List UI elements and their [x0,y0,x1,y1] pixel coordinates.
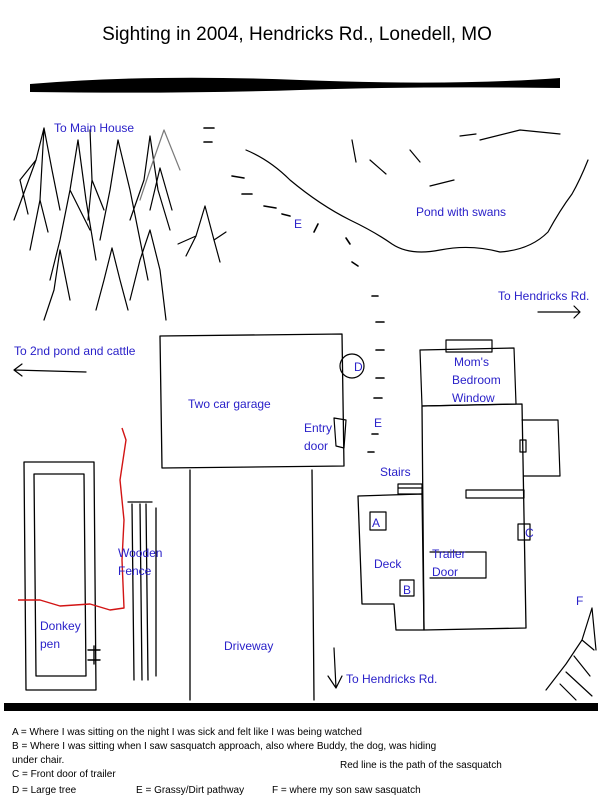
label-hendricks-east: To Hendricks Rd. [498,289,589,303]
trees-middle [177,205,227,263]
legend-a: A = Where I was sitting on the night I w… [12,727,362,738]
trees-top-left [13,127,173,321]
bedroom-box [419,347,517,407]
label-entry-1: Entry [304,421,332,435]
wooden-fence [127,501,157,681]
label-donkey-2: pen [40,637,60,651]
label-donkey-1: Donkey [40,619,81,633]
label-trailer-2: Door [432,565,458,579]
label-fence-1: Wooden [118,546,162,560]
label-pond: Pond with swans [416,205,506,219]
legend-e: E = Grassy/Dirt pathway [136,785,244,796]
label-trailer-1: Trailer [432,547,466,561]
label-moms-3: Window [452,391,495,405]
pond-inner-strokes [351,129,561,187]
chair-a-box [369,511,387,531]
label-garage: Two car garage [188,397,271,411]
top-border-line [30,77,560,93]
sasquatch-path [18,427,127,611]
label-fence-2: Fence [118,564,152,578]
marker-e-bottom: E [374,416,382,430]
marker-d: D [354,360,363,374]
legend-c: C = Front door of trailer [12,769,116,780]
trailer-small-mark [519,439,527,453]
legend-f: F = where my son saw sasquatch [272,785,421,796]
tree-bottom-right [545,607,597,701]
pond-outline [245,149,589,253]
label-moms-2: Bedroom [452,373,501,387]
front-door [517,523,531,541]
driveway-lines [189,469,315,701]
label-deck: Deck [374,557,402,571]
marker-c: C [525,526,534,540]
label-main-house: To Main House [54,121,134,135]
donkey-pen-outline [23,461,97,691]
bedroom-window [445,339,493,353]
marker-e-top: E [294,217,302,231]
label-entry-2: door [304,439,328,453]
trailer-interior-box [465,489,525,499]
arrow-west [13,363,87,377]
map-title: Sighting in 2004, Hendricks Rd., Lonedel… [102,24,492,45]
legend: A = Where I was sitting on the night I w… [12,727,502,796]
deck-outline [357,493,425,631]
trailer-door [429,551,487,579]
label-hendricks-south: To Hendricks Rd. [346,672,437,686]
legend-b-line1: B = Where I was sitting when I saw sasqu… [12,741,436,752]
label-stairs: Stairs [380,465,411,479]
entry-door [333,417,347,449]
legend-d: D = Large tree [12,785,77,796]
stairs [397,483,423,495]
trailer-side-box [521,419,561,477]
arrow-east [537,305,581,319]
donkey-pen-gate [87,645,101,665]
marker-b: B [403,583,411,597]
trailer-outline [421,403,527,631]
pathway-dashes [203,127,385,453]
label-moms-1: Mom's [454,355,489,369]
marker-a: A [372,516,380,530]
arrow-south [327,647,343,689]
donkey-pen-inner [33,473,87,677]
legend-red-line: Red line is the path of the sasquatch [340,760,502,771]
legend-b-line2: under chair. [12,755,64,766]
large-tree-circle [339,353,365,379]
label-second-pond: To 2nd pond and cattle [14,344,136,358]
chair-b-box [399,579,415,597]
garage-outline [159,333,345,469]
tree-gray [139,129,181,201]
bottom-border-line [4,703,598,711]
marker-f: F [576,594,583,608]
label-driveway: Driveway [224,639,273,653]
